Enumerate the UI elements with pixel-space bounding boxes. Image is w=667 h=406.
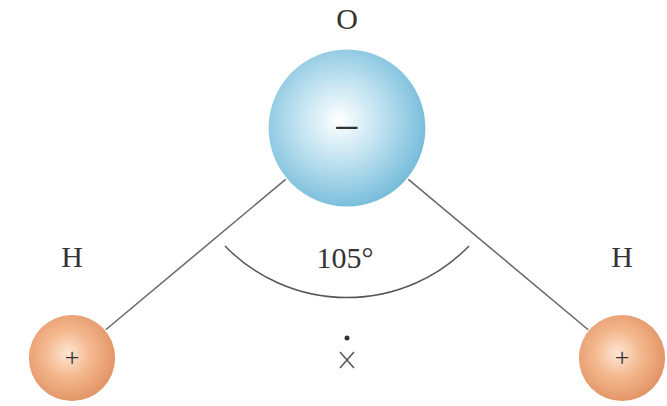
hydrogen-atom: H+ (28, 314, 116, 402)
charge-sign: − (334, 105, 360, 151)
bond-line (106, 179, 286, 329)
atom-symbol: H (611, 242, 633, 272)
atom-symbol: O (336, 4, 358, 34)
oxygen-atom: O− (267, 48, 427, 208)
center-mark (340, 352, 354, 368)
bond-angle: 105° (317, 241, 374, 275)
center-dot (345, 336, 350, 341)
charge-sign: + (65, 345, 80, 371)
charge-sign: + (615, 345, 630, 371)
bond-line (408, 179, 588, 329)
atom-symbol: H (61, 242, 83, 272)
hydrogen-atom: H+ (578, 314, 666, 402)
